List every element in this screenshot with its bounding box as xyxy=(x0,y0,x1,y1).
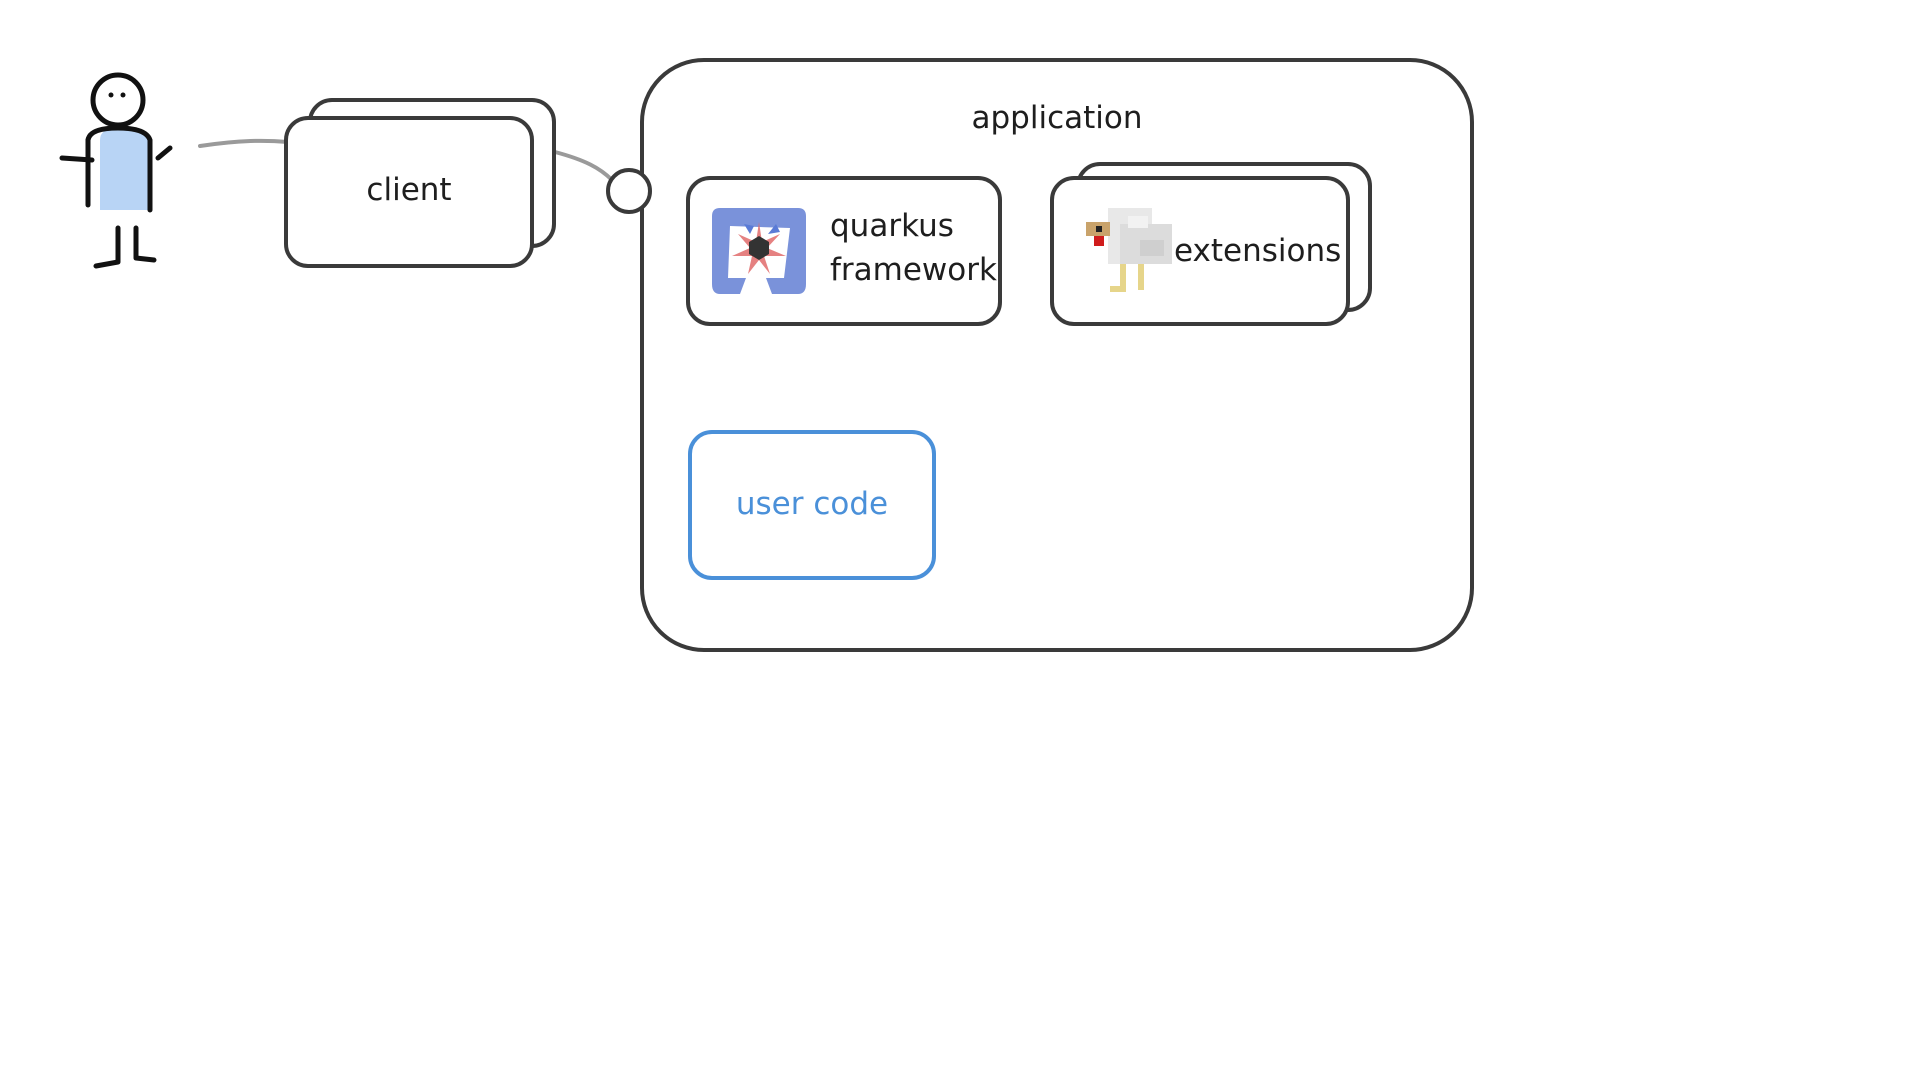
user-code-label: user code xyxy=(735,486,889,522)
user-code-node[interactable]: user code xyxy=(688,430,936,580)
quarkus-label-line1: quarkus xyxy=(830,208,954,244)
quarkus-label-line2: framework xyxy=(830,252,997,288)
quarkus-logo-icon xyxy=(706,198,812,304)
application-label: application xyxy=(971,100,1143,136)
pixel-chicken-icon xyxy=(1080,204,1176,300)
quarkus-framework-node[interactable]: quarkus framework xyxy=(686,176,1002,326)
client-node[interactable]: client xyxy=(284,116,534,268)
person-client-connector xyxy=(198,138,290,148)
extensions-label: extensions xyxy=(1174,233,1342,269)
client-application-connector xyxy=(553,150,614,182)
client-label: client xyxy=(366,172,452,208)
application-port xyxy=(606,168,652,214)
stick-figure-icon xyxy=(59,72,173,269)
extensions-node[interactable]: extensions xyxy=(1050,176,1350,326)
